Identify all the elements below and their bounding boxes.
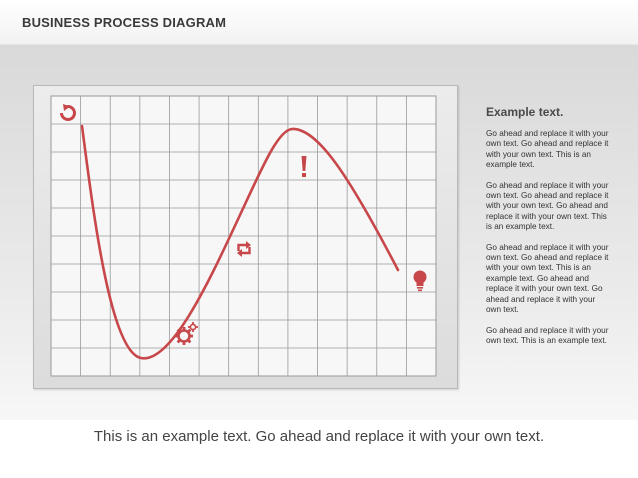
header: BUSINESS PROCESS DIAGRAM <box>0 0 638 45</box>
refresh-circle-icon <box>59 104 76 122</box>
side-paragraph-3: Go ahead and replace it with your own te… <box>486 242 609 315</box>
gears-icon <box>175 322 198 345</box>
lightbulb-icon <box>413 270 427 292</box>
side-paragraph-4: Go ahead and replace it with your own te… <box>486 325 609 345</box>
side-paragraph-1: Go ahead and replace it with your own te… <box>486 129 609 170</box>
side-paragraph-2: Go ahead and replace it with your own te… <box>486 180 609 232</box>
side-text: Example text. Go ahead and replace it wi… <box>486 105 611 356</box>
process-curve <box>80 124 400 360</box>
cycle-arrows-icon <box>237 241 251 257</box>
page-title: BUSINESS PROCESS DIAGRAM <box>22 15 227 30</box>
exclamation-icon <box>301 156 307 177</box>
footer-text: This is an example text. Go ahead and re… <box>93 428 545 445</box>
grid <box>50 95 437 377</box>
side-title: Example text. <box>486 105 564 119</box>
